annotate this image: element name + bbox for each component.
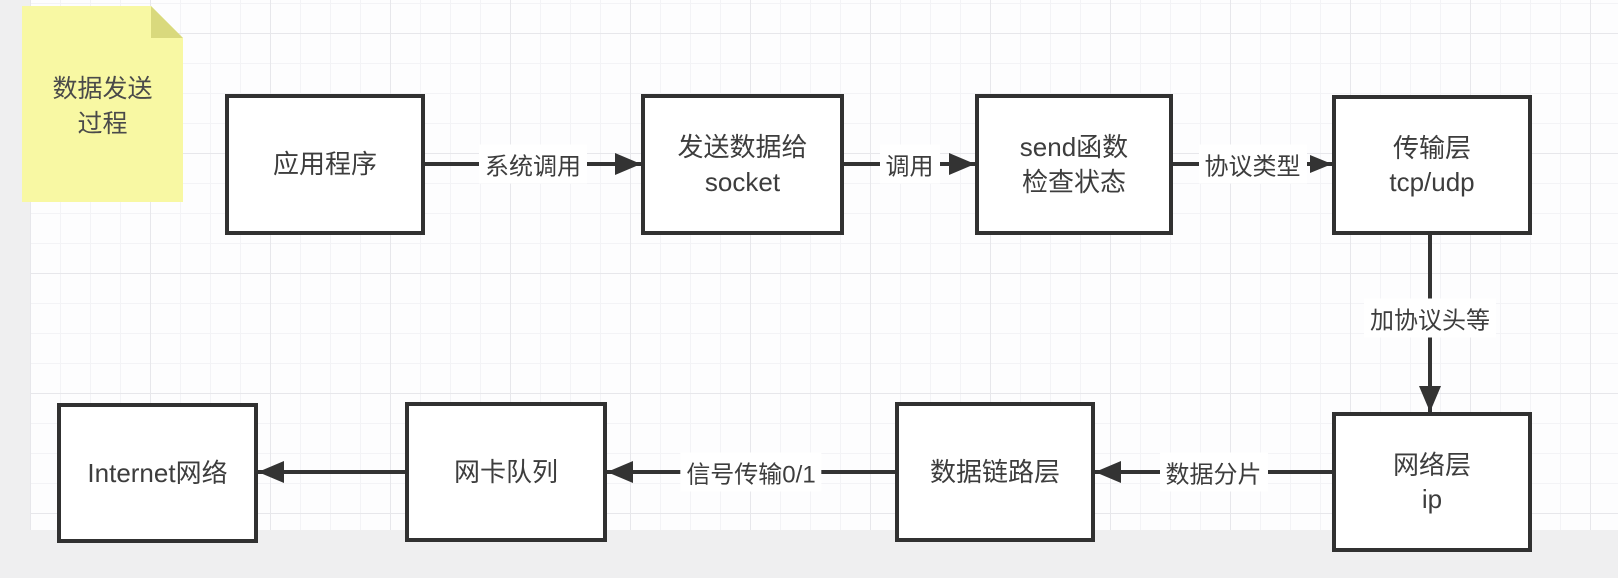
sticky-note-text-line2: 过程 <box>77 109 128 138</box>
arrowhead-down-icon <box>1419 386 1441 412</box>
sticky-note-text-line1: 数据发送 <box>52 75 153 103</box>
edge-nicqueue-to-internet[interactable] <box>258 461 405 483</box>
edge-label: 调用 <box>879 144 940 184</box>
edge-label: 数据分片 <box>1159 452 1268 492</box>
arrowhead-right-icon <box>1310 155 1332 173</box>
edge-datalink-to-nicqueue[interactable]: 信号传输0/1 <box>607 452 895 492</box>
node-data-link-layer[interactable]: 数据链路层 <box>895 402 1095 542</box>
arrowhead-right-icon <box>615 153 641 175</box>
node-internet-label: Internet网络 <box>87 457 228 488</box>
diagram-canvas[interactable] <box>30 0 1618 530</box>
arrowhead-right-icon <box>949 153 975 175</box>
node-transport-layer[interactable]: 传输层 tcp/udp <box>1332 95 1532 235</box>
edge-line <box>258 470 405 474</box>
node-nic-queue-label: 网卡队列 <box>453 456 558 487</box>
node-send-to-socket-label-line2: socket <box>704 166 781 197</box>
node-send-check-label-line2: 检查状态 <box>1021 166 1126 197</box>
edge-label: 加协议头等 <box>1364 298 1496 338</box>
node-network-layer-label-line1: 网络层 <box>1392 449 1471 480</box>
edge-app-to-socket[interactable]: 系统调用 <box>425 144 641 184</box>
node-transport-layer-label-line2: tcp/udp <box>1389 167 1475 197</box>
node-send-to-socket[interactable]: 发送数据给 socket <box>641 94 844 235</box>
edge-label: 信号传输0/1 <box>680 452 822 492</box>
node-app-label: 应用程序 <box>272 149 377 180</box>
node-data-link-layer-label: 数据链路层 <box>929 456 1060 487</box>
node-app[interactable]: 应用程序 <box>225 94 425 235</box>
edge-transport-to-network[interactable]: 加协议头等 <box>1364 235 1496 412</box>
node-send-check-label-line1: send函数 <box>1019 132 1129 163</box>
node-internet[interactable]: Internet网络 <box>57 403 258 543</box>
edge-sendcheck-to-transport[interactable]: 协议类型 <box>1173 144 1332 184</box>
arrowhead-left-icon <box>607 461 633 483</box>
sticky-note[interactable]: 数据发送 过程 <box>22 6 183 202</box>
node-network-layer[interactable]: 网络层 ip <box>1332 412 1532 552</box>
node-nic-queue[interactable]: 网卡队列 <box>405 402 607 542</box>
node-send-check[interactable]: send函数 检查状态 <box>975 94 1173 235</box>
edge-socket-to-sendcheck[interactable]: 调用 <box>844 144 975 184</box>
node-send-to-socket-label-line1: 发送数据给 <box>677 132 808 163</box>
edge-label: 协议类型 <box>1198 144 1307 184</box>
arrowhead-left-icon <box>1095 461 1121 483</box>
edge-label: 系统调用 <box>479 144 587 184</box>
edge-network-to-datalink[interactable]: 数据分片 <box>1095 452 1332 492</box>
arrowhead-left-icon <box>258 461 284 483</box>
node-transport-layer-label-line1: 传输层 <box>1392 132 1471 163</box>
node-network-layer-label-line2: ip <box>1421 484 1443 514</box>
